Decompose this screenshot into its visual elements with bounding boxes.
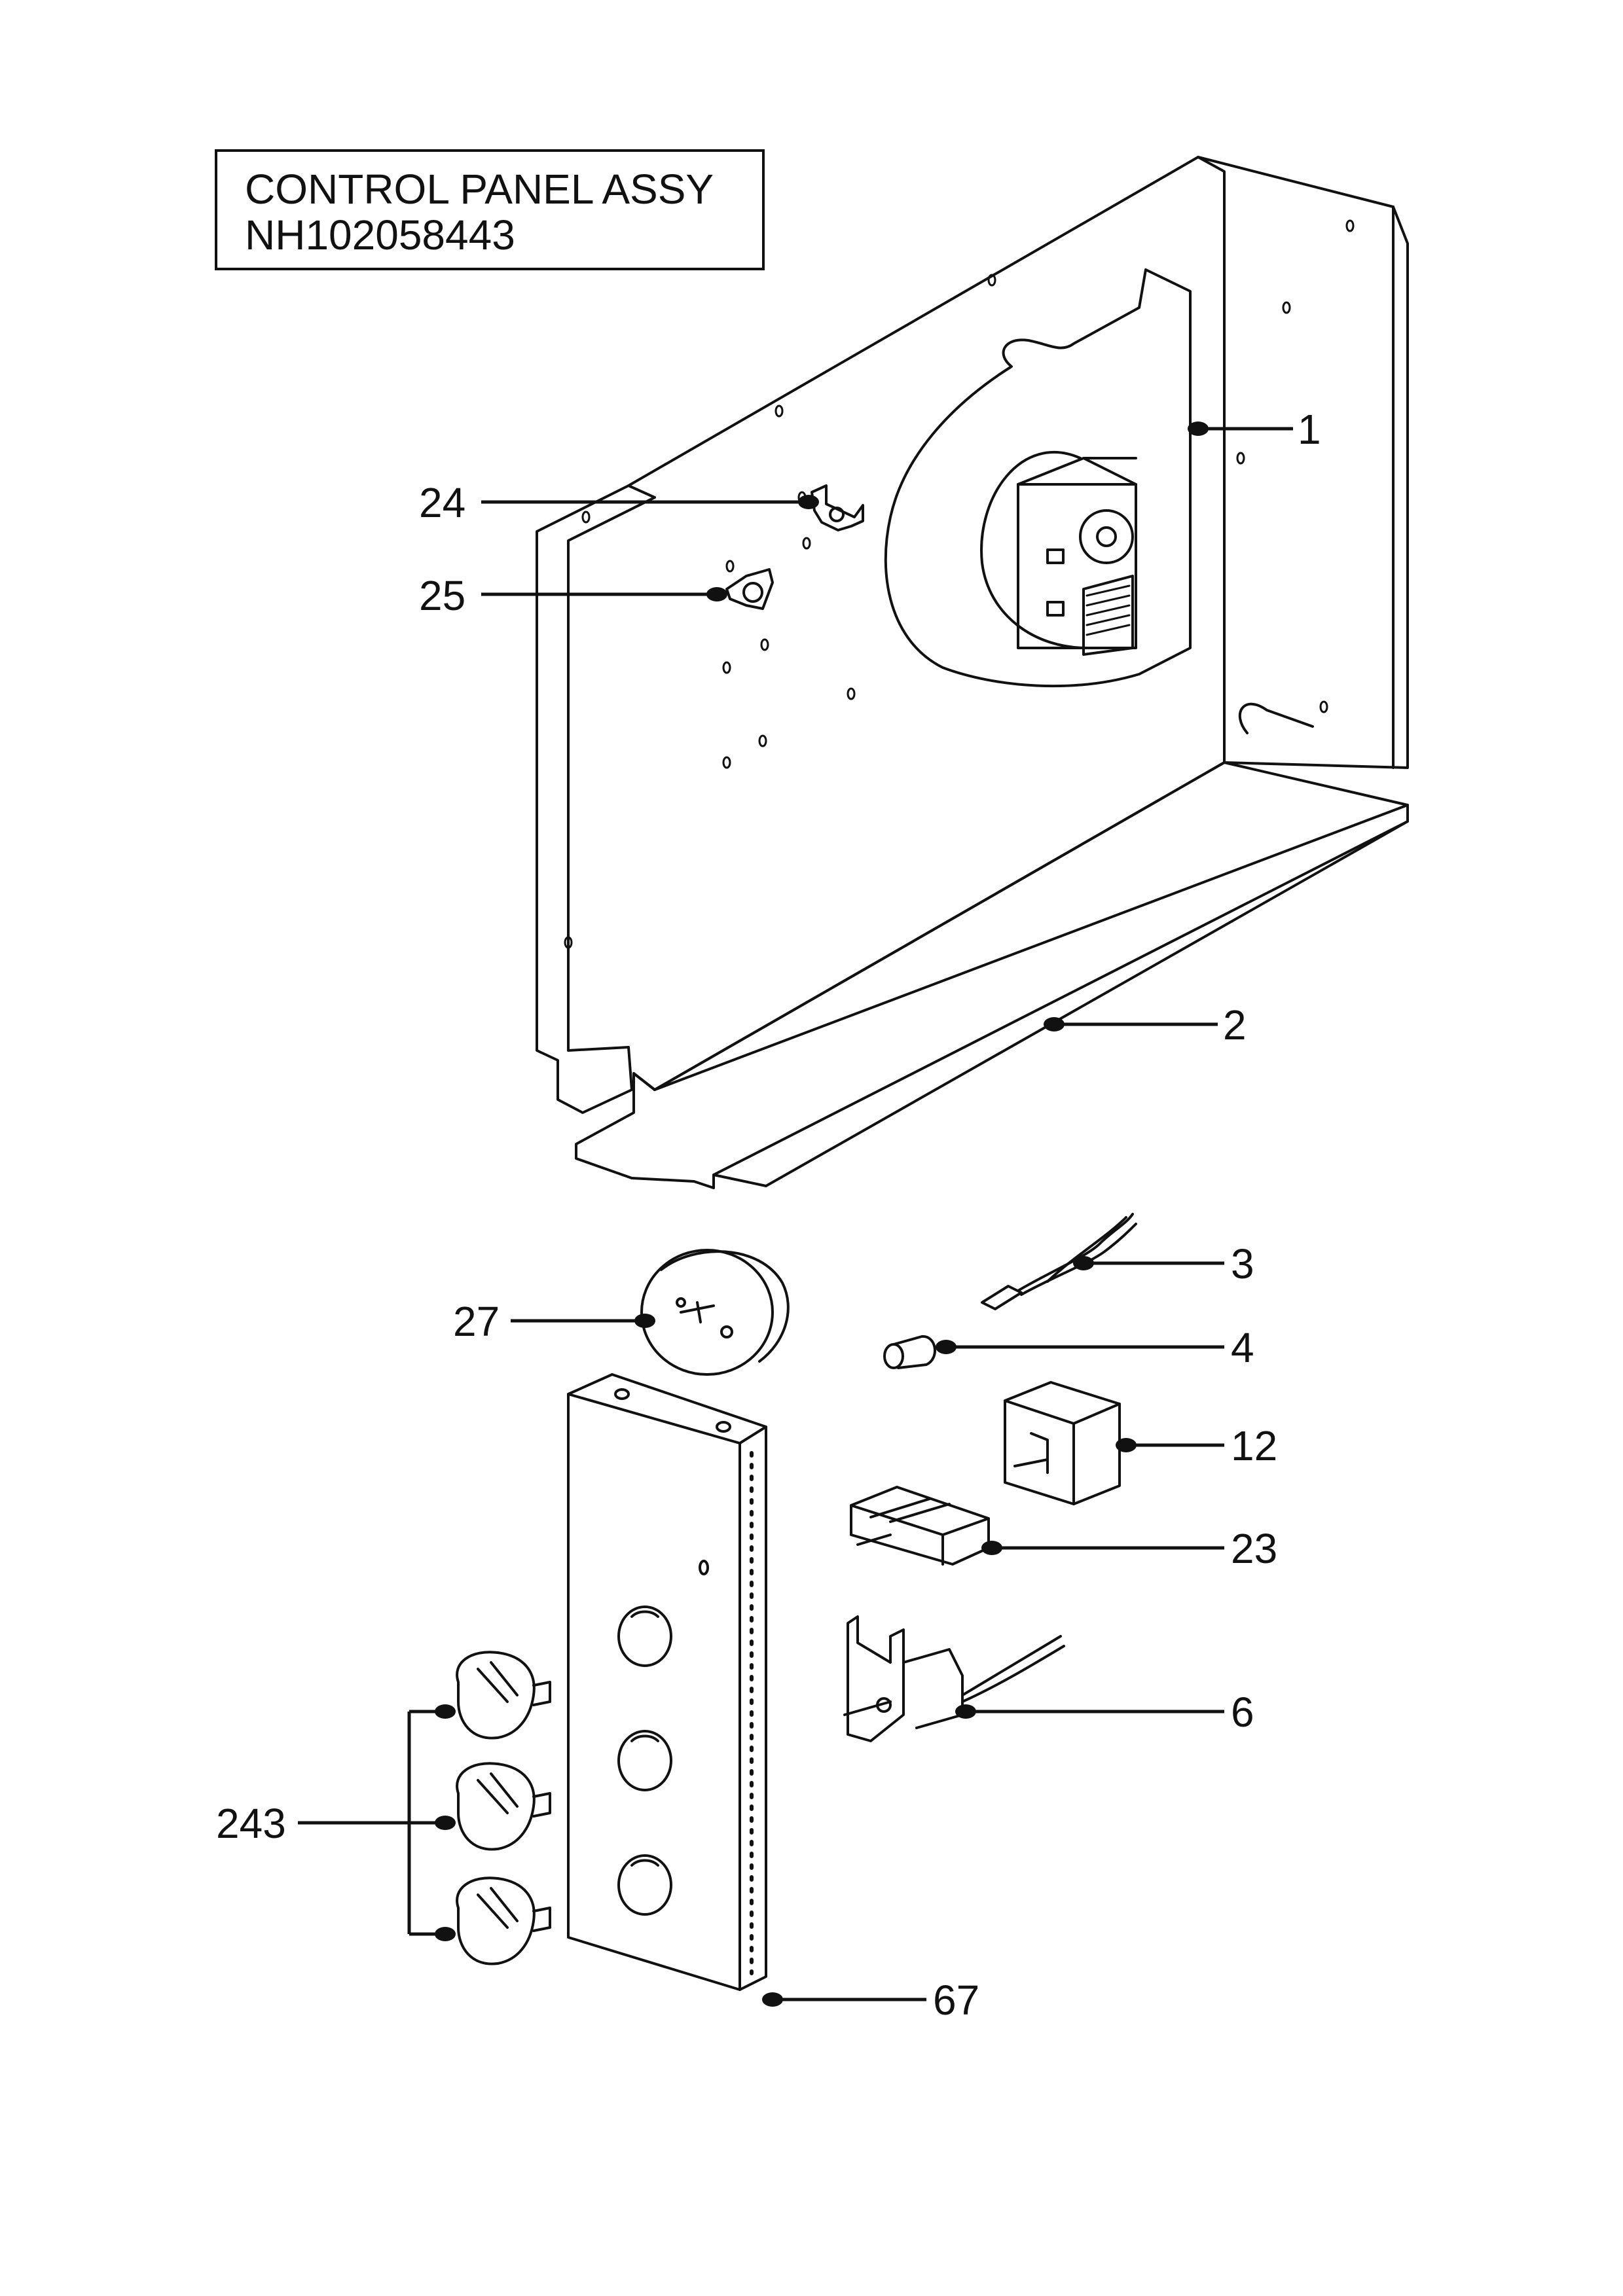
callout-3: 3 [1231, 1240, 1254, 1287]
callout-labels: 1 2 24 25 27 3 4 12 23 6 243 67 [216, 406, 1321, 2024]
callout-6: 6 [1231, 1689, 1254, 1736]
callout-27: 27 [453, 1298, 500, 1345]
lamp-holder [811, 484, 864, 531]
leader-lines [298, 427, 1293, 2001]
callout-1: 1 [1298, 406, 1321, 453]
indicator-lamp [883, 1335, 936, 1369]
part-number: NH102058443 [245, 211, 515, 259]
callout-4: 4 [1231, 1324, 1254, 1371]
callout-25: 25 [419, 572, 465, 619]
assembly-title: CONTROL PANEL ASSY [245, 166, 714, 213]
control-knobs [456, 1651, 551, 1965]
control-panel-housing [536, 156, 1409, 1189]
selector-switch [850, 1486, 990, 1566]
title-box: CONTROL PANEL ASSY NH102058443 [215, 149, 765, 270]
callout-23: 23 [1231, 1525, 1277, 1572]
leader-dots [435, 422, 1209, 2007]
energy-regulator [1004, 1381, 1121, 1505]
callout-243: 243 [216, 1800, 286, 1847]
callout-24: 24 [419, 479, 465, 526]
thermostat [843, 1615, 1065, 1742]
callout-67: 67 [933, 1977, 979, 2024]
timer [640, 1249, 790, 1376]
sensor-probe [981, 1213, 1137, 1310]
leader-243 [298, 1710, 445, 1936]
callout-2: 2 [1223, 1001, 1247, 1049]
thermostat-clip [725, 568, 774, 610]
callout-12: 12 [1231, 1422, 1277, 1469]
front-fascia [567, 1373, 767, 1991]
fan-motor-assembly [884, 268, 1192, 688]
